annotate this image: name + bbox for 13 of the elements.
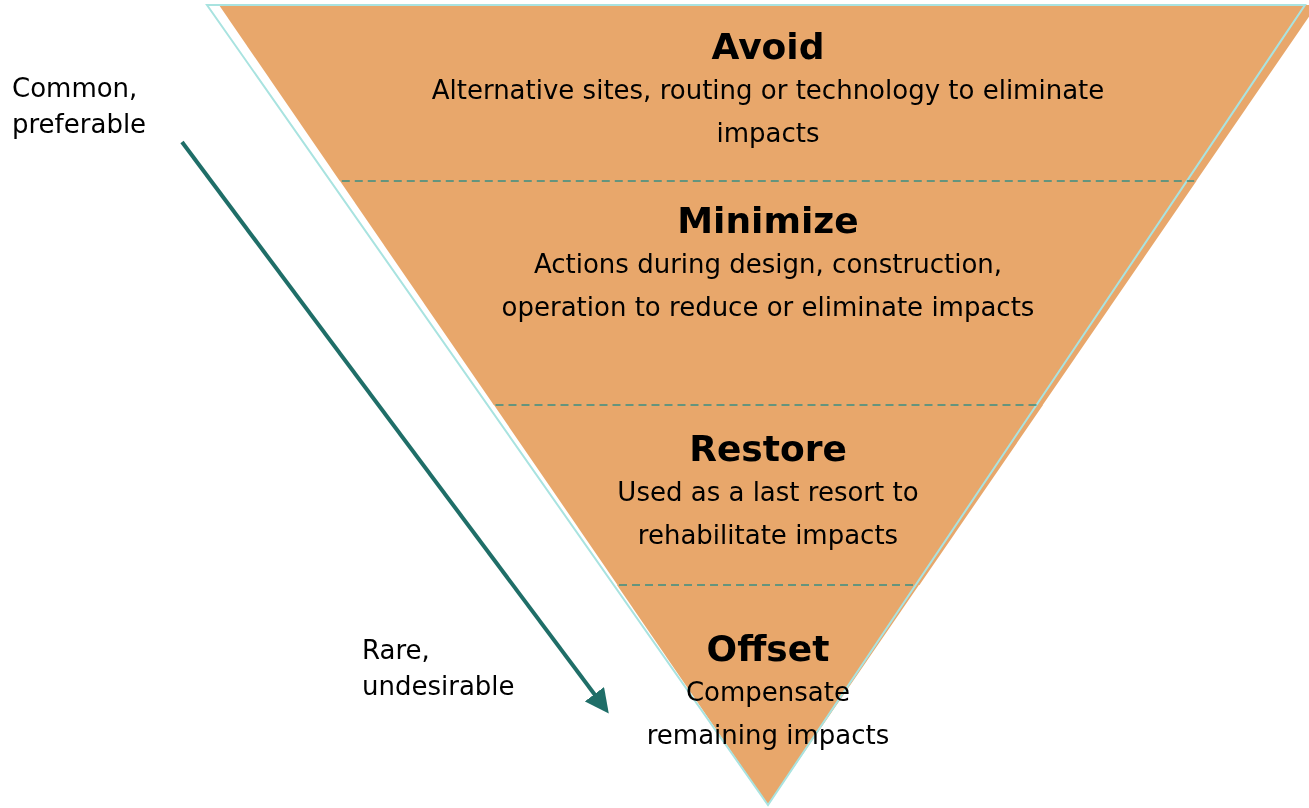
band-heading: Avoid — [711, 25, 825, 69]
hierarchy-band — [339, 181, 1197, 405]
band-description: Used as a last resort to rehabilitate impacts — [616, 476, 920, 552]
hierarchy-band — [493, 405, 1043, 585]
hierarchy-band — [219, 5, 1309, 181]
band-heading: Minimize — [677, 199, 859, 243]
band-description: Alternative sites, routing or technology to eliminate impacts — [430, 74, 1106, 150]
scale-label: Common, preferable — [12, 72, 148, 141]
scale-label: Rare, undesirable — [362, 634, 516, 703]
band-description: Actions during design, construction, operation to reduce or eliminate impacts — [500, 248, 1036, 324]
band-heading: Offset — [706, 627, 830, 671]
band-heading: Restore — [689, 427, 847, 471]
hierarchy-band — [617, 585, 919, 805]
